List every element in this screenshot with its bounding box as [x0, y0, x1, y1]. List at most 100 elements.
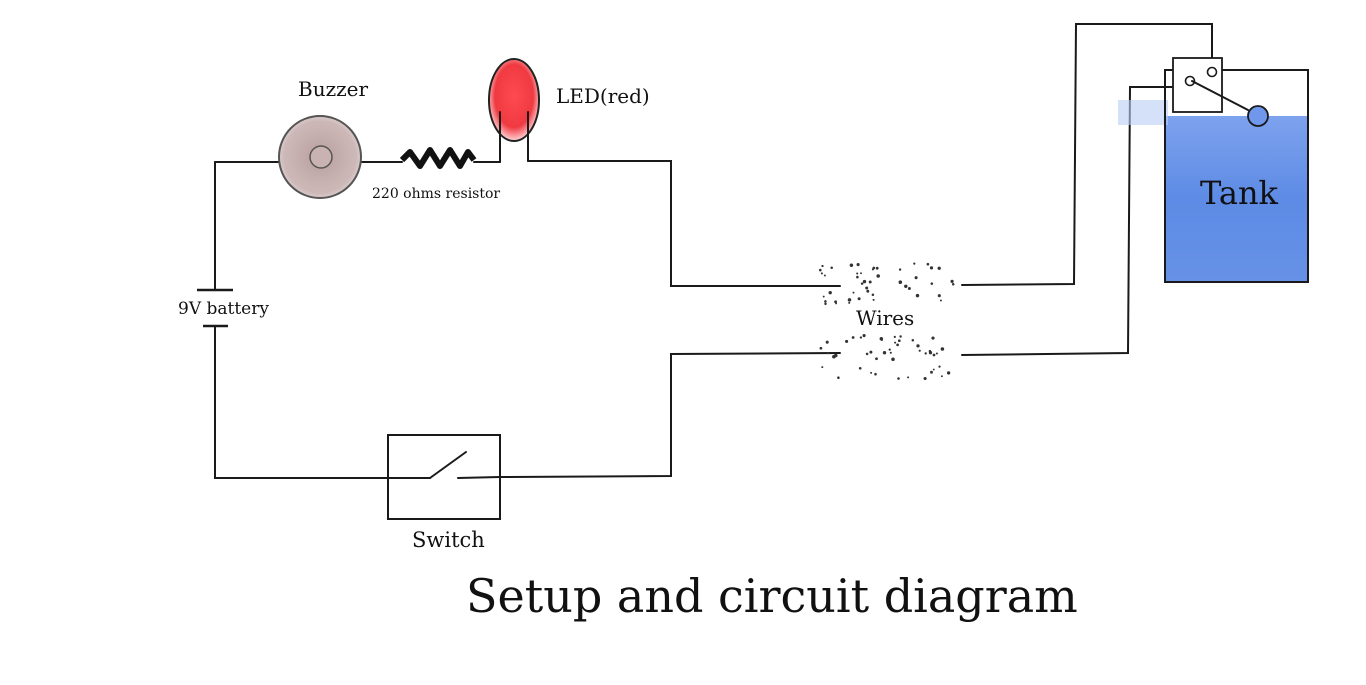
wire-dot [860, 272, 862, 275]
wire-dot [930, 370, 933, 374]
wire-dot [865, 286, 869, 290]
wire-dot [918, 349, 921, 352]
wire-dot [940, 375, 943, 378]
led [488, 58, 540, 163]
wire-dot [862, 279, 867, 284]
wire-dot [935, 352, 938, 355]
wire-dot [928, 349, 932, 353]
wire-dot [871, 268, 874, 271]
led-label: LED(red) [556, 84, 650, 108]
switch-label: Switch [412, 528, 485, 552]
wire-dot [862, 334, 866, 338]
wire-dot [951, 282, 955, 286]
wire-dot [914, 276, 918, 280]
wire-dot [848, 301, 851, 304]
wires-label: Wires [856, 306, 914, 330]
wire-dot [939, 299, 942, 302]
wire-dot [950, 279, 954, 283]
wires-dots [819, 262, 955, 381]
wire-dot [849, 263, 854, 268]
wire-dot [824, 302, 827, 306]
wire-dot [847, 298, 852, 302]
wire-dot [932, 368, 935, 371]
wire-dot [856, 272, 859, 275]
resistor [399, 147, 477, 169]
wire-dot [924, 352, 927, 355]
wire-dot [898, 268, 902, 271]
wire-dot [929, 266, 934, 270]
wire-dot [872, 298, 875, 301]
wire-dot [819, 268, 822, 272]
float-switch [1172, 57, 1269, 127]
wire-dot [876, 274, 880, 278]
wire-dot [916, 344, 920, 348]
wire-dot [946, 371, 951, 375]
tank-label: Tank [1200, 174, 1279, 212]
wire-dot [891, 357, 895, 362]
tank [1118, 69, 1309, 283]
wire-dot [896, 343, 899, 347]
wire-dot [930, 282, 934, 285]
wire-dot [880, 339, 883, 341]
wire-dot [926, 262, 930, 266]
wire-dot [904, 284, 908, 289]
wire-dot [856, 263, 860, 267]
wire-dot [820, 272, 823, 275]
wire-dot [937, 294, 941, 298]
wire-dot [851, 336, 855, 339]
wire-dot [913, 262, 916, 265]
wire-dot [931, 336, 935, 340]
wire-dot [857, 297, 861, 301]
wire-dot [870, 371, 873, 374]
battery-symbol [197, 288, 233, 328]
wire-dot [822, 295, 825, 298]
wire-dot [899, 335, 902, 338]
buzzer [278, 115, 362, 199]
wire-dot [894, 341, 897, 344]
wire-dot [888, 348, 891, 351]
wire-dot [869, 350, 873, 354]
switch [387, 434, 501, 520]
wire-dot [852, 291, 855, 294]
wire-dot [907, 287, 911, 290]
wire-dot [889, 351, 892, 354]
wire-dot [837, 376, 840, 379]
wire-dot [834, 300, 838, 304]
wire-dot [821, 264, 824, 268]
wire-dot [911, 339, 915, 342]
wire-dot [882, 351, 887, 355]
wire-dot [859, 336, 863, 339]
wire-dot [898, 280, 903, 284]
wire-dot [865, 352, 869, 356]
wire-dot [823, 274, 826, 277]
wire-dot [819, 346, 823, 350]
wire-dot [856, 275, 859, 279]
wire-dot [874, 372, 877, 376]
wire-dot [871, 293, 875, 296]
circuit-wires [214, 23, 1213, 479]
wire-dot [897, 339, 901, 343]
resistor-label: 220 ohms resistor [372, 186, 500, 202]
buzzer-label: Buzzer [298, 77, 368, 101]
wire-dot [834, 353, 838, 358]
wire-dot [875, 357, 878, 361]
wire-dot [868, 280, 872, 284]
wire-dot [825, 340, 829, 344]
wire-dot [938, 365, 941, 368]
wire-dot [845, 339, 849, 343]
wire-dot [830, 266, 833, 269]
wire-dot [915, 293, 920, 298]
wire-dot [940, 347, 945, 351]
wire-dot [875, 266, 879, 270]
wire-dot [893, 335, 896, 338]
wire-dot [824, 300, 827, 303]
wire-dot [907, 376, 910, 379]
wire-dot [937, 266, 941, 270]
wire-dot [923, 376, 927, 381]
wire-dot [866, 289, 870, 293]
wire-dot [860, 282, 864, 285]
wire-dot [858, 366, 862, 370]
wire-dot [826, 351, 830, 355]
wire-dot [932, 353, 936, 357]
